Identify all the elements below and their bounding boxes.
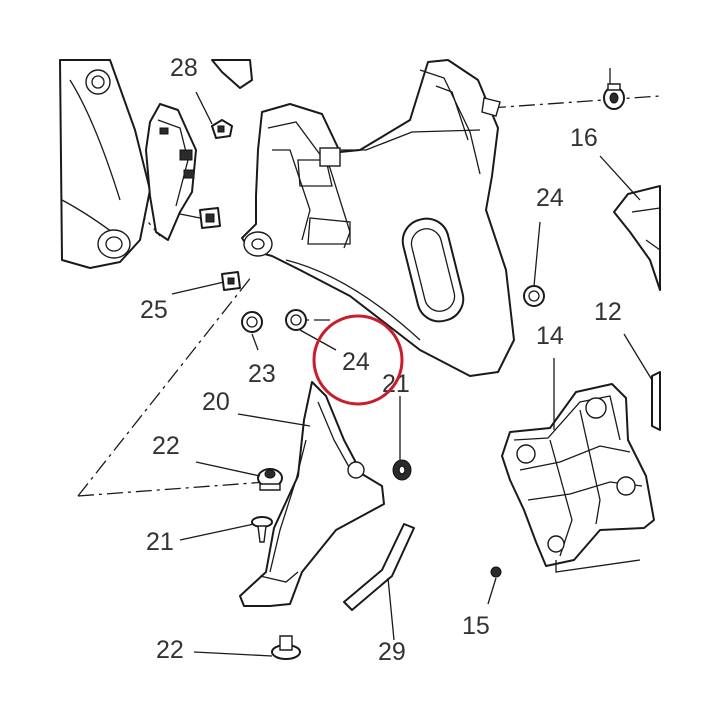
washer-24-mid	[285, 309, 307, 331]
rubber-strip-29	[343, 523, 415, 611]
callout-28: 28	[170, 54, 198, 82]
highlight-circle	[312, 314, 404, 406]
clip-28-hole	[217, 125, 225, 133]
grommet-22-upper	[257, 468, 283, 491]
main-side-cover	[241, 59, 515, 377]
callout-23: 23	[248, 360, 276, 388]
upper-fragment	[211, 59, 253, 89]
callout-22-lower: 22	[156, 636, 184, 664]
grommet-22-lower	[271, 635, 301, 660]
washer-24-right	[523, 285, 545, 307]
callout-21-lower: 21	[146, 528, 174, 556]
callout-20: 20	[202, 388, 230, 416]
callout-14: 14	[536, 322, 564, 350]
mirror-bracket	[145, 103, 197, 241]
callout-16: 16	[570, 124, 598, 152]
clip-nut-small-hole	[227, 277, 235, 285]
part-12-fragment	[651, 371, 661, 431]
push-rivet-21	[251, 516, 273, 543]
lower-panel	[239, 381, 385, 607]
washer-23	[241, 311, 263, 333]
clip-nut-25-hole	[205, 213, 215, 223]
bolt-16	[481, 83, 625, 117]
callout-24-right: 24	[536, 184, 564, 212]
callout-labels: 28 16 24 25 12 14 24 23 21 20 22 21 15 2…	[140, 54, 622, 666]
mounting-bracket	[501, 383, 655, 573]
callout-12: 12	[594, 298, 622, 326]
callout-22-upper: 22	[152, 432, 180, 460]
callout-29: 29	[378, 638, 406, 666]
callout-25: 25	[140, 296, 168, 324]
screw-15	[490, 566, 502, 578]
callout-15: 15	[462, 612, 490, 640]
nut-21	[392, 459, 412, 481]
part-16-fragment	[613, 185, 661, 291]
callout-24-highlighted: 24	[342, 348, 370, 376]
frame-section	[59, 59, 151, 269]
